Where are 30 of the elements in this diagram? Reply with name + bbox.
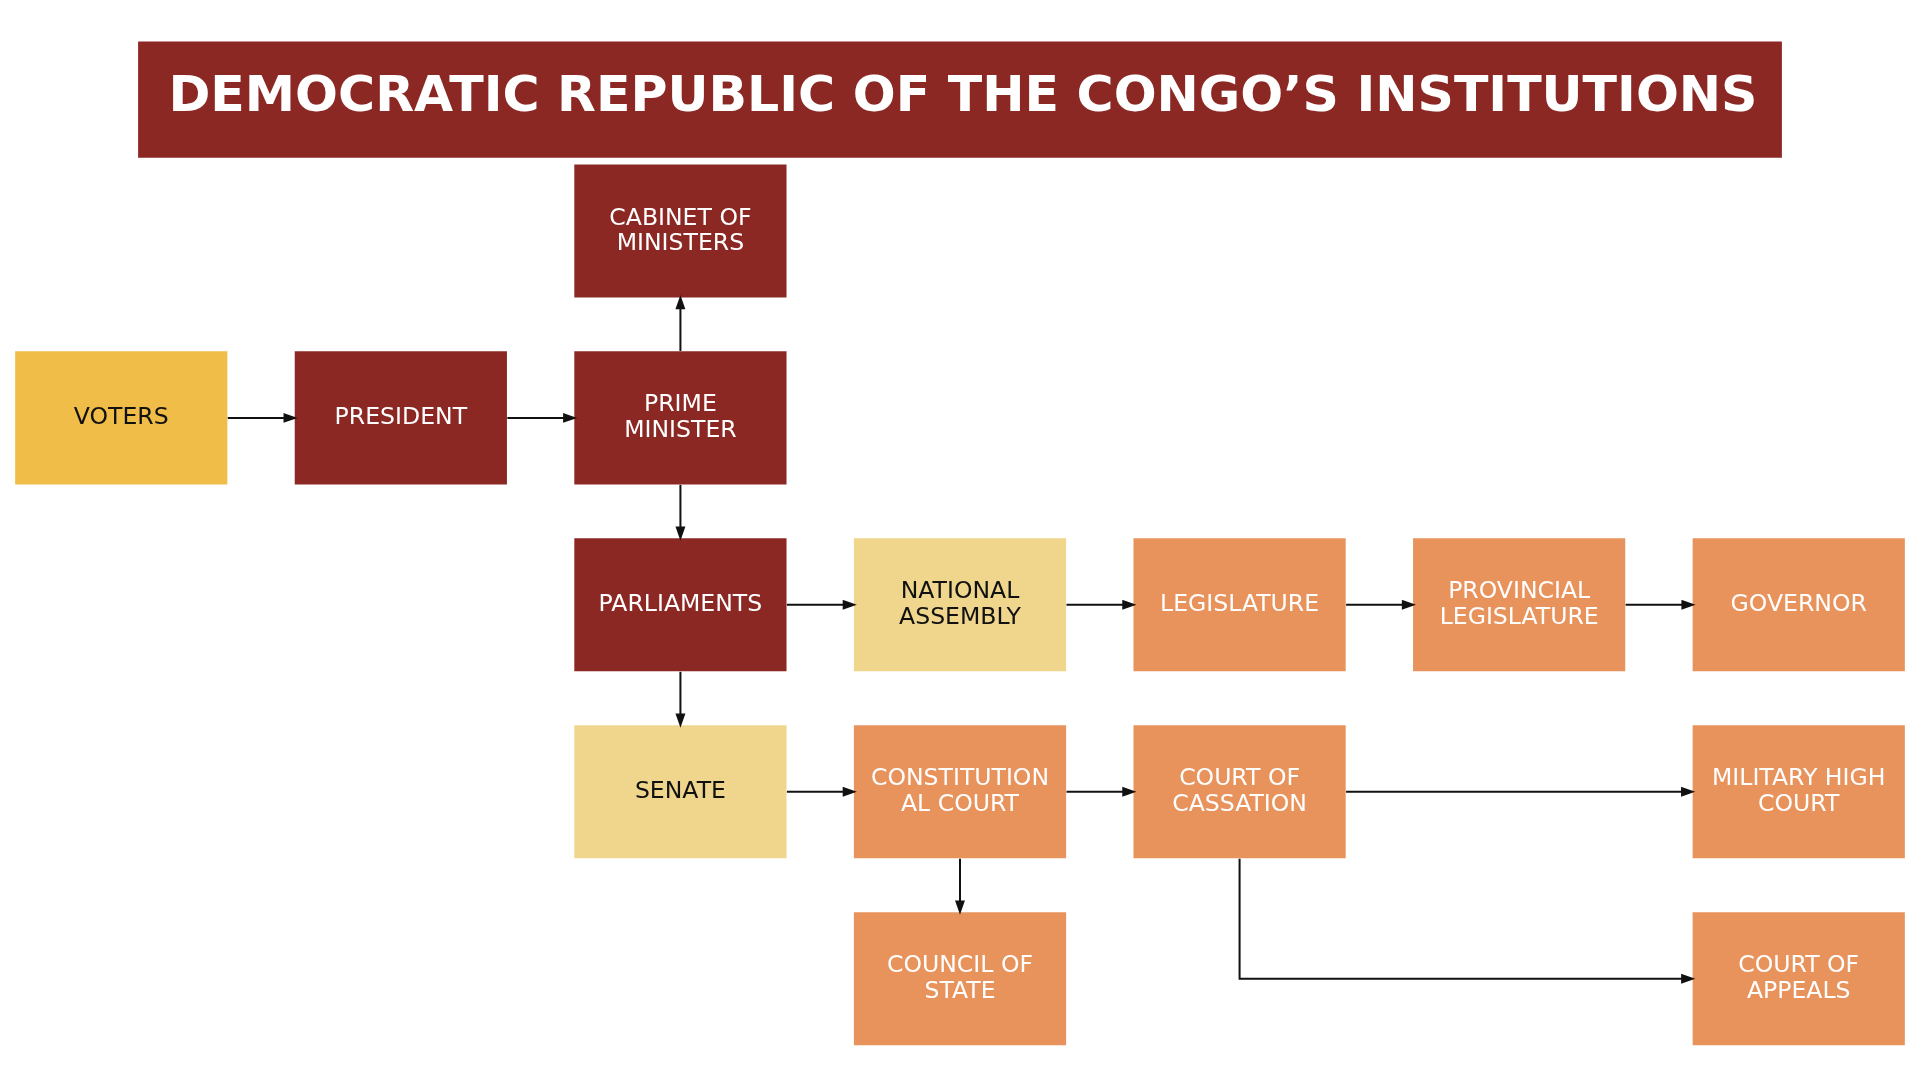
node-box: PROVINCIAL LEGISLATURE [1413,538,1626,672]
node-box: CONSTITUTION AL COURT [853,725,1067,859]
node-box: LEGISLATURE [1133,538,1346,672]
arrow [1346,599,1416,610]
arrow [786,599,857,610]
node-box: GOVERNOR [1692,538,1905,672]
node-box: MILITARY HIGH COURT [1692,725,1905,859]
node-box: PARLIAMENTS [574,538,787,672]
arrow [675,671,686,728]
node-box: COUNCIL OF STATE [853,912,1067,1046]
node-box: CABINET OF MINISTERS [574,164,787,298]
node-box: PRESIDENT [294,351,507,485]
node-box: COURT OF APPEALS [1692,912,1905,1046]
node-box: NATIONAL ASSEMBLY [853,538,1067,672]
arrow [1238,858,1696,984]
arrow [1346,786,1696,797]
arrow [1066,786,1137,797]
diagram-title: DEMOCRATIC REPUBLIC OF THE CONGO’S INSTITUTIONS [168,64,1758,124]
arrow [1625,599,1696,610]
node-box: SENATE [574,725,787,859]
arrow [507,412,578,423]
arrow [955,858,965,915]
node-box: VOTERS [15,351,228,485]
node-box: COURT OF CASSATION [1133,725,1346,859]
arrow [675,484,686,541]
arrow [227,412,298,423]
node-box: PRIME MINISTER [574,351,787,485]
arrow [675,295,686,351]
arrow [786,786,857,797]
arrow [1066,599,1137,610]
